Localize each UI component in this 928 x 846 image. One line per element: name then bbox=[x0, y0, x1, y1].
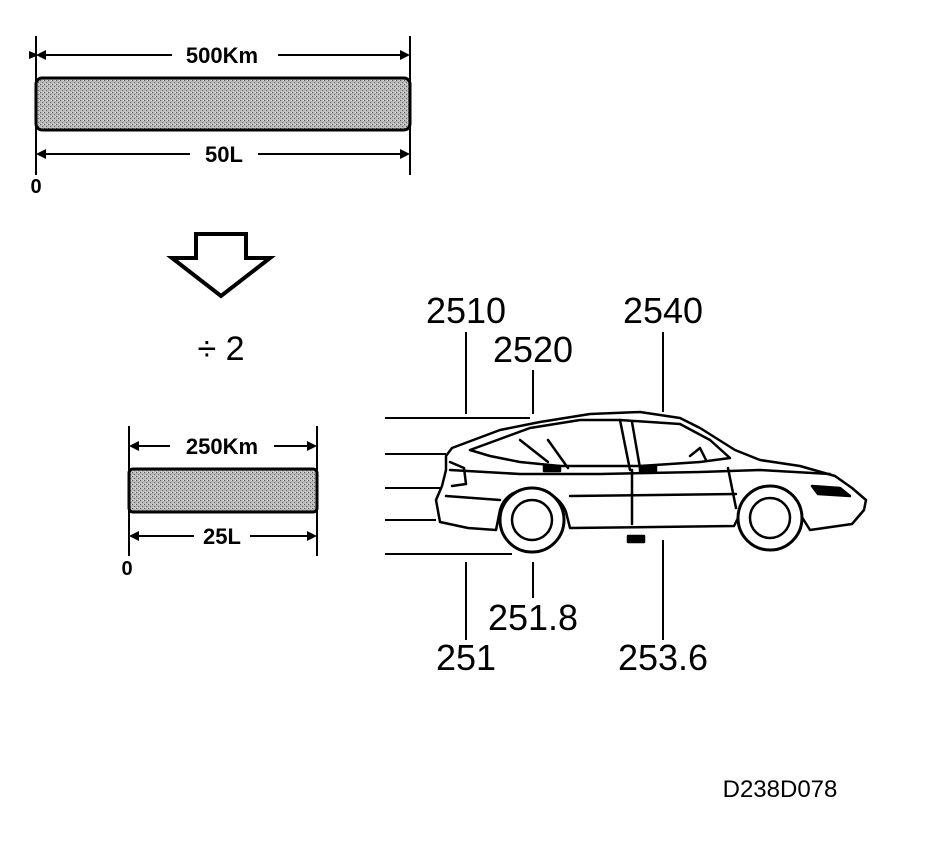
bottom-volume-arrowhead-left bbox=[129, 531, 139, 541]
car-front-hub bbox=[748, 496, 792, 540]
figure-code: D238D078 bbox=[723, 776, 838, 803]
car-b-pillar bbox=[618, 418, 632, 472]
label-251-8: 251.8 bbox=[488, 597, 578, 638]
bottom-fuel-bar bbox=[127, 467, 319, 514]
car-rear-wheel bbox=[498, 486, 566, 554]
divide-operation: ÷ 2 bbox=[197, 330, 244, 368]
car-mirror bbox=[688, 446, 708, 462]
car-tail-light bbox=[448, 460, 468, 488]
label-2520: 2520 bbox=[493, 329, 573, 370]
car-beltline bbox=[448, 468, 832, 476]
car-front-door-edge bbox=[726, 466, 738, 510]
top-distance-label: 500Km bbox=[186, 43, 258, 68]
bottom-distance-label: 250Km bbox=[186, 434, 258, 459]
bottom-distance-arrowhead-right bbox=[307, 441, 317, 451]
bottom-distance-arrowhead-left bbox=[129, 441, 139, 451]
top-volume-arrowhead-left bbox=[36, 149, 46, 159]
bottom-gauge: 250Km 25L 0 bbox=[121, 426, 319, 580]
car-front-handle bbox=[638, 464, 658, 473]
car-underbody-mark bbox=[626, 534, 646, 544]
label-2540: 2540 bbox=[623, 290, 703, 331]
car-front-wheel bbox=[736, 484, 804, 552]
top-volume-label: 50L bbox=[205, 142, 243, 167]
car-sill-line bbox=[568, 492, 738, 498]
car-rear-pillar bbox=[518, 438, 550, 464]
car-quarter-pillar bbox=[546, 438, 570, 470]
top-zero-label: 0 bbox=[30, 176, 41, 198]
bottom-volume-arrowhead-right bbox=[307, 531, 317, 541]
car-illustration bbox=[434, 410, 868, 554]
label-253-6: 253.6 bbox=[618, 637, 708, 678]
down-arrow-icon bbox=[166, 232, 276, 299]
car-rear-handle bbox=[542, 464, 562, 473]
car-rear-bumper-line bbox=[444, 494, 502, 502]
bottom-zero-label: 0 bbox=[121, 558, 132, 580]
bottom-volume-label: 25L bbox=[203, 524, 241, 549]
top-distance-arrowhead-right bbox=[400, 50, 410, 60]
label-2510: 2510 bbox=[426, 290, 506, 331]
top-distance-arrowhead-left bbox=[36, 50, 46, 60]
label-251: 251 bbox=[436, 637, 496, 678]
top-fuel-bar bbox=[34, 76, 412, 132]
car-window-outline bbox=[468, 418, 732, 468]
car-labels: 2510 2520 2540 251 251.8 253.6 bbox=[385, 290, 708, 678]
top-gauge: 500Km 50L 0 bbox=[29, 36, 412, 198]
car-b-pillar-2 bbox=[630, 420, 642, 470]
car-rear-hub bbox=[510, 498, 554, 542]
top-volume-arrowhead-right bbox=[400, 149, 410, 159]
car-headlight bbox=[810, 484, 852, 498]
